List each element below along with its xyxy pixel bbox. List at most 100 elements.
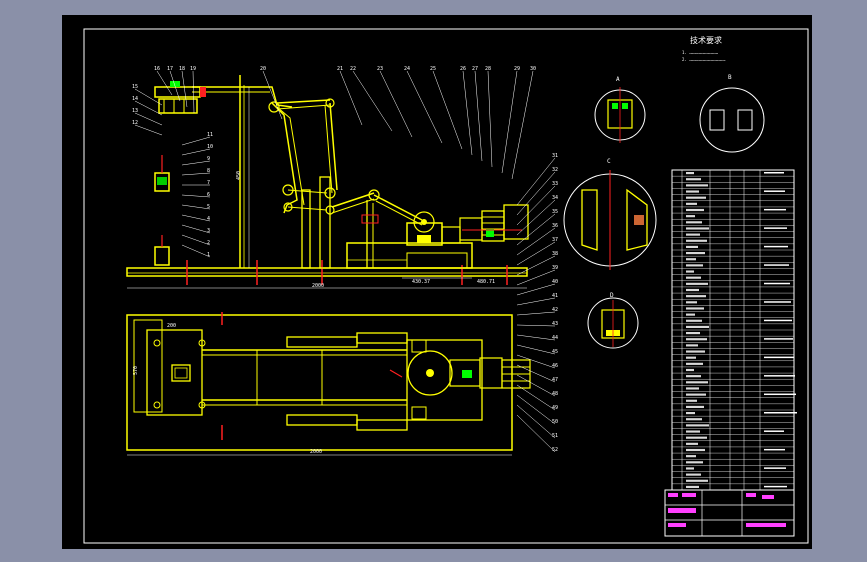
callout-leader	[516, 213, 556, 246]
callout-leader	[474, 70, 483, 162]
callout-leader	[516, 344, 556, 355]
table-cell-text	[686, 448, 705, 452]
callout-label-top: 23	[377, 66, 383, 72]
callout-label-top: 25	[430, 66, 436, 72]
callout-leader	[516, 364, 556, 383]
callout-label-top: 28	[485, 66, 491, 72]
table-cell-text	[686, 258, 696, 261]
table-cell-text	[686, 399, 697, 402]
table-cell-text	[686, 313, 695, 316]
callout-leader	[134, 124, 163, 136]
table-cell-text	[686, 295, 706, 298]
table-cell-note	[764, 264, 789, 266]
table-cell-note	[764, 412, 797, 414]
callout-leader	[516, 185, 556, 226]
table-cell-text	[686, 270, 694, 273]
table-cell-text	[686, 239, 707, 242]
callout-leader	[516, 227, 556, 256]
table-cell-note	[764, 485, 787, 488]
callout-leader	[516, 241, 556, 266]
table-cell-note	[764, 301, 791, 303]
table-cell-note	[764, 319, 792, 322]
table-cell-text	[686, 473, 701, 476]
callout-label-right: 44	[552, 335, 558, 341]
table-cell-text	[686, 172, 694, 175]
callout-label-left: 11	[207, 132, 213, 138]
table-cell-text	[686, 381, 708, 384]
table-cell-note	[764, 356, 794, 359]
table-cell-text	[686, 375, 701, 378]
callout-label-left: 15	[132, 84, 138, 90]
table-cell-text	[686, 252, 705, 255]
callout-label-top: 29	[514, 66, 520, 72]
callout-leader	[134, 88, 163, 106]
section-label-b: B	[728, 74, 732, 81]
table-cell-text	[686, 430, 700, 433]
dim-b: 480.71	[477, 279, 495, 285]
table-cell-text	[686, 282, 708, 285]
table-cell-note	[764, 190, 785, 192]
detail-views: A B C D	[563, 74, 765, 349]
table-cell-text	[686, 184, 708, 187]
table-cell-text	[686, 178, 701, 181]
table-cell-text	[686, 405, 704, 408]
table-cell-text	[686, 393, 706, 396]
callout-label-left: 12	[132, 120, 138, 126]
table-cell-text	[686, 467, 694, 470]
callout-leader	[516, 255, 556, 276]
section-label-d: D	[610, 292, 614, 299]
callout-label-left: 8	[207, 168, 210, 174]
callout-label-left: 7	[207, 180, 210, 186]
callout-label-right: 37	[552, 237, 558, 243]
callout-leader	[516, 334, 556, 341]
callout-leader	[181, 224, 211, 234]
callout-label-left: 4	[207, 216, 210, 222]
callout-leader	[134, 100, 163, 116]
callout-label-left: 13	[132, 108, 138, 114]
callout-leader	[181, 148, 211, 156]
table-cell-text	[686, 442, 698, 445]
section-label-c: C	[607, 158, 611, 165]
callout-leader	[181, 70, 188, 108]
table-cell-text	[686, 307, 704, 310]
callout-leader	[432, 70, 463, 150]
callout-label-right: 38	[552, 251, 558, 257]
callout-leader	[511, 70, 534, 180]
callout-label-top: 17	[167, 66, 173, 72]
callout-leader	[181, 194, 211, 198]
notes-title: 技术要求	[690, 35, 722, 45]
callout-leader	[262, 70, 283, 120]
callout-leader	[192, 70, 195, 114]
callout-label-right: 33	[552, 181, 558, 187]
table-cell-text	[686, 455, 696, 458]
callout-leader	[379, 70, 413, 138]
callout-label-right: 39	[552, 265, 558, 271]
table-cell-note	[764, 172, 784, 174]
callout-leader	[181, 244, 211, 258]
table-cell-text	[686, 418, 702, 421]
table-cell-note	[764, 467, 786, 469]
callout-label-right: 46	[552, 363, 558, 369]
callout-leader	[501, 70, 518, 174]
drawing-sheet: 2000 430.37 480.71 450	[62, 15, 812, 549]
callout-label-right: 36	[552, 223, 558, 229]
table-cell-text	[686, 202, 697, 205]
callout-label-right: 49	[552, 405, 558, 411]
callout-label-right: 34	[552, 195, 558, 201]
table-cell-note	[764, 227, 787, 229]
callout-label-right: 32	[552, 167, 558, 173]
callout-leader	[181, 204, 211, 210]
callout-leader	[487, 70, 493, 168]
dim-plan-width: 570	[133, 366, 139, 375]
callout-leader	[181, 234, 211, 246]
dim-plan-left: 200	[167, 323, 176, 329]
table-cell-text	[686, 387, 699, 390]
parts-list-table	[671, 169, 797, 491]
callout-label-left: 2	[207, 240, 210, 246]
callout-label-top: 16	[154, 66, 160, 72]
table-cell-text	[686, 325, 709, 328]
table-cell-text	[686, 301, 697, 304]
plan-view: 2000 200 570	[126, 312, 531, 456]
callout-label-left: 9	[207, 156, 210, 162]
table-cell-text	[686, 208, 704, 212]
